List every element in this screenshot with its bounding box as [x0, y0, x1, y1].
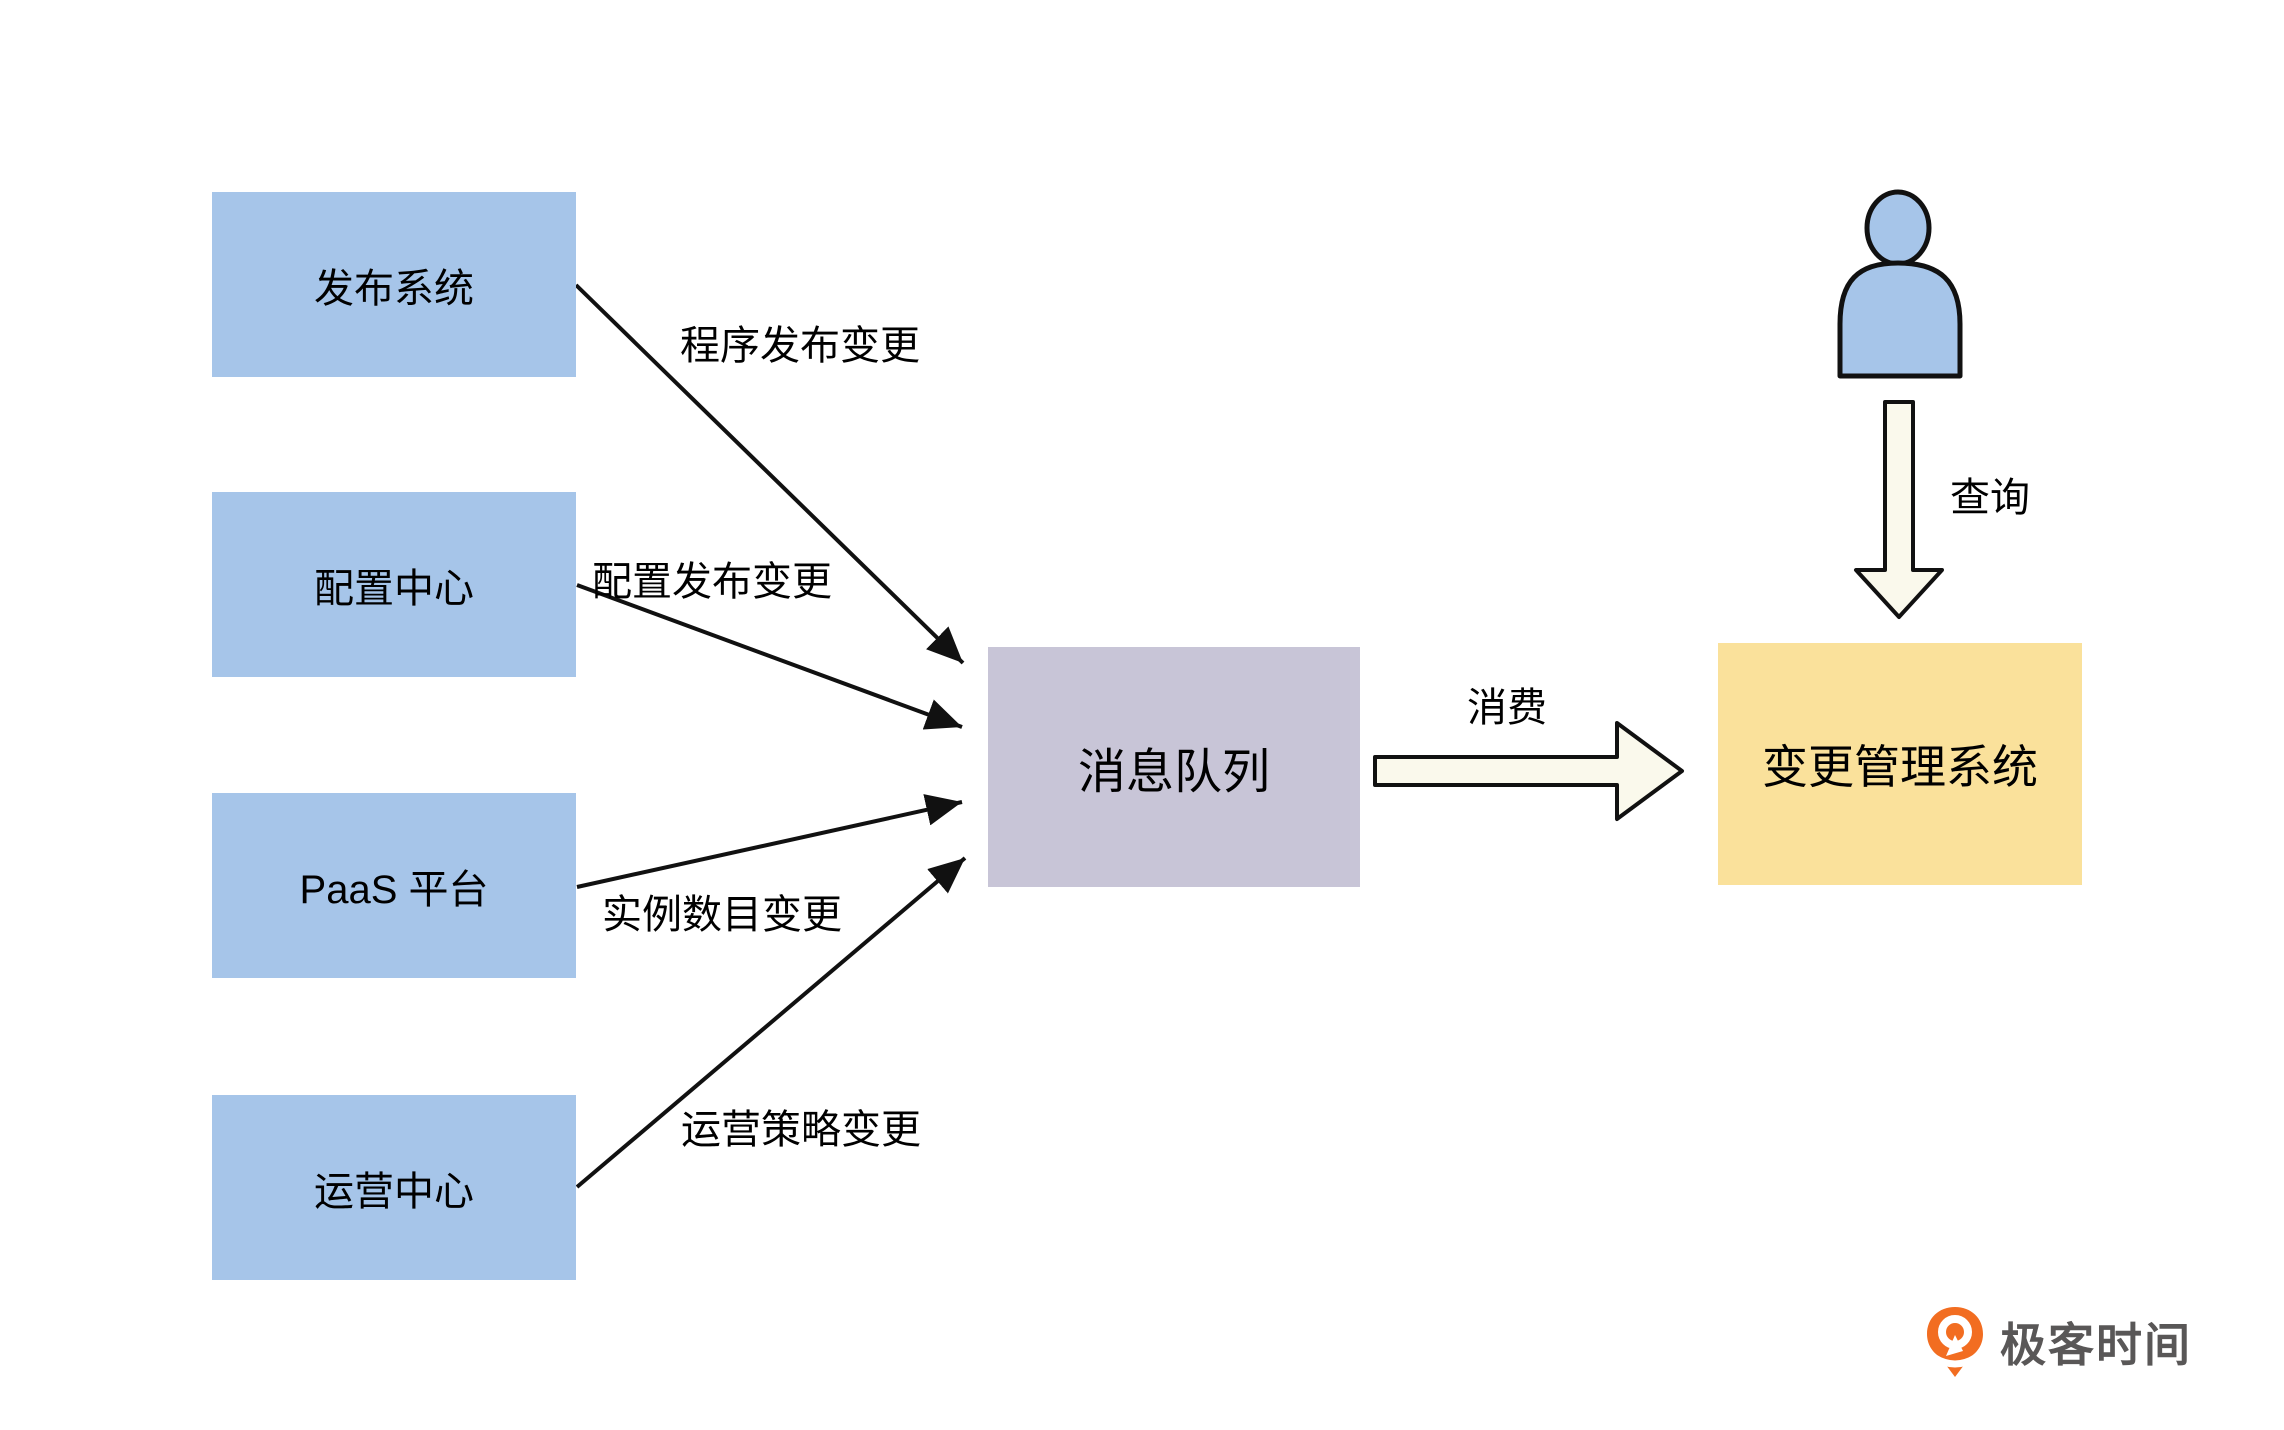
person-icon: [1837, 189, 1963, 379]
message-queue-box: 消息队列: [988, 647, 1360, 887]
edge-label-config-release-change: 配置发布变更: [592, 560, 832, 604]
edge-operations-to-queue: [575, 856, 967, 1189]
edge-label-ops-strategy-change: 运营策略变更: [681, 1108, 921, 1152]
query-arrow-label: 查询: [1950, 476, 2030, 520]
edge-release-to-queue: [574, 283, 965, 665]
message-queue-label: 消息队列: [1077, 746, 1270, 799]
consume-arrow-label: 消费: [1467, 686, 1547, 730]
geektime-logo: 极客时间: [1926, 1306, 2192, 1378]
query-arrow: [1854, 400, 1944, 619]
change-management-box: 变更管理系统: [1718, 643, 2082, 885]
edge-config-to-queue: [576, 583, 963, 730]
source-box-label: 配置中心: [314, 566, 474, 611]
source-box-label: 发布系统: [314, 266, 474, 311]
source-box-operations-center: 运营中心: [212, 1095, 576, 1280]
consume-arrow: [1373, 721, 1684, 821]
source-box-config-center: 配置中心: [212, 492, 576, 677]
edge-label-instance-count-change: 实例数目变更: [602, 893, 842, 937]
change-management-label: 变更管理系统: [1762, 741, 2038, 793]
source-box-label: 运营中心: [314, 1169, 474, 1214]
edge-paas-to-queue: [576, 794, 963, 889]
edge-label-program-release-change: 程序发布变更: [680, 324, 920, 368]
source-box-release-system: 发布系统: [212, 192, 576, 377]
source-box-paas-platform: PaaS 平台: [212, 793, 576, 978]
geektime-logo-text: 极客时间: [2000, 1319, 2192, 1371]
source-box-label: PaaS 平台: [299, 867, 489, 912]
geektime-pin-icon: [1927, 1307, 1983, 1377]
